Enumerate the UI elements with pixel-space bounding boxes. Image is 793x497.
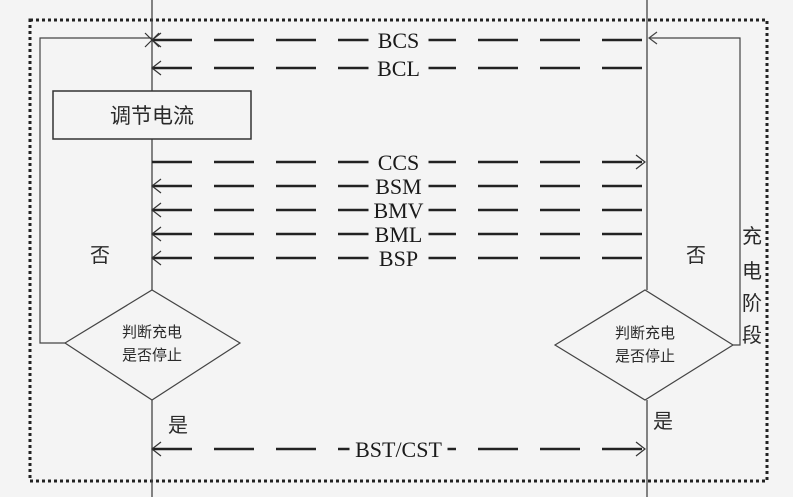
message-label: BSM	[375, 174, 421, 199]
right-decision-line1: 判断充电	[615, 324, 675, 342]
cross-mark-icon	[144, 32, 160, 48]
right-loop-arrow-icon	[648, 31, 658, 45]
message-label: BSP	[379, 246, 418, 271]
arrow-left-icon	[151, 226, 162, 242]
stage-label-char: 电	[742, 259, 762, 283]
message-label: BST/CST	[355, 437, 442, 462]
left-loop-line	[39, 37, 152, 344]
left-decision-line1: 判断充电	[122, 323, 182, 341]
right-yes-label: 是	[653, 409, 673, 433]
left-no-label: 否	[90, 243, 110, 267]
left-decision-line2: 是否停止	[122, 346, 182, 364]
arrow-left-icon	[151, 441, 162, 457]
message-label: CCS	[378, 150, 420, 175]
right-loop-line	[649, 37, 741, 346]
arrow-right-icon	[635, 154, 646, 170]
left-decision-diamond	[63, 289, 242, 401]
message-label: BCL	[377, 56, 420, 81]
adjust-current-box	[52, 90, 252, 140]
message-label: BML	[375, 222, 423, 247]
arrow-left-icon	[151, 202, 162, 218]
right-no-label: 否	[686, 243, 706, 267]
stage-label-char: 阶	[742, 291, 762, 315]
left-yes-label: 是	[168, 413, 188, 437]
arrow-left-icon	[151, 60, 162, 76]
right-decision-line2: 是否停止	[615, 347, 675, 365]
message-label: BCS	[378, 28, 420, 53]
adjust-current-label: 调节电流	[110, 104, 194, 128]
stage-label-char: 段	[742, 323, 762, 347]
stage-label-char: 充	[742, 224, 762, 248]
message-label: BMV	[373, 198, 423, 223]
charging-stage-boundary	[28, 18, 769, 483]
arrow-left-icon	[151, 250, 162, 266]
right-decision-diamond	[553, 289, 735, 401]
arrow-left-icon	[151, 178, 162, 194]
arrow-right-icon	[635, 441, 646, 457]
